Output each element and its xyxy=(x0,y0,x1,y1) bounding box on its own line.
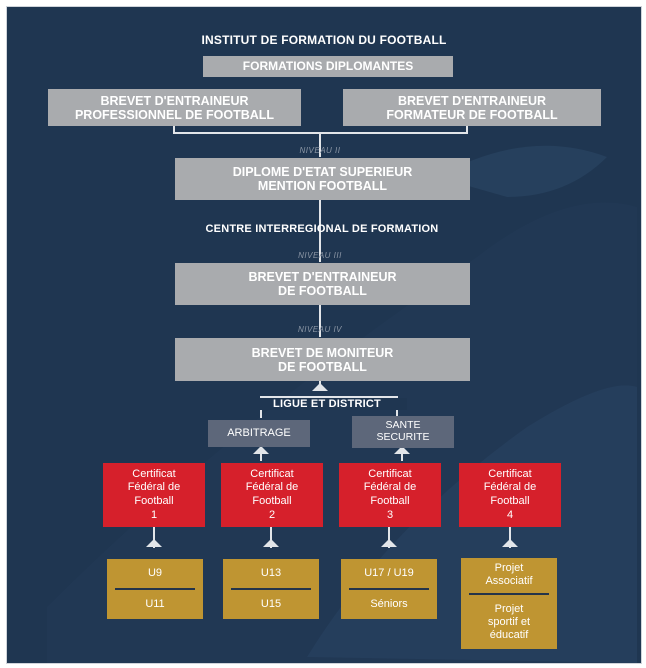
divider xyxy=(349,588,429,590)
certificat-1-box: Certificat Fédéral de Football 1 xyxy=(103,463,205,527)
certificat-3-box: Certificat Fédéral de Football 3 xyxy=(339,463,441,527)
certificat-2-box: Certificat Fédéral de Football 2 xyxy=(221,463,323,527)
niveau-3-label: NIVEAU III xyxy=(298,251,342,260)
age-box-3: U17 / U19 Séniors xyxy=(341,559,437,619)
age-box-2: U13 U15 xyxy=(223,559,319,619)
age-box-2-top: U13 xyxy=(260,566,282,579)
organigram: INSTITUT DE FORMATION DU FOOTBALL FORMAT… xyxy=(6,6,642,664)
institute-title: INSTITUT DE FORMATION DU FOOTBALL xyxy=(201,33,447,47)
desjeps-label: DIPLOME D'ETAT SUPERIEUR MENTION FOOTBAL… xyxy=(232,165,413,193)
certificat-1-label: Certificat Fédéral de Football 1 xyxy=(127,467,181,521)
niveau-2-label: NIVEAU II xyxy=(299,146,341,155)
certificat-3-label: Certificat Fédéral de Football 3 xyxy=(363,467,417,521)
sante-securite-label: SANTE SECURITE xyxy=(376,419,430,443)
sante-securite-box: SANTE SECURITE xyxy=(352,416,454,448)
age-box-1: U9 U11 xyxy=(107,559,203,619)
certificat-4-label: Certificat Fédéral de Football 4 xyxy=(483,467,537,521)
bef-label: BREVET D'ENTRAINEUR DE FOOTBALL xyxy=(248,270,397,298)
desjeps-box: DIPLOME D'ETAT SUPERIEUR MENTION FOOTBAL… xyxy=(175,158,470,200)
bmf-label: BREVET DE MONITEUR DE FOOTBALL xyxy=(251,345,394,374)
bef-formateur-label: BREVET D'ENTRAINEUR FORMATEUR DE FOOTBAL… xyxy=(386,93,558,122)
bef-professionnel-box: BREVET D'ENTRAINEUR PROFESSIONNEL DE FOO… xyxy=(48,89,301,126)
divider xyxy=(231,588,311,590)
age-box-3-top: U17 / U19 xyxy=(364,566,414,579)
bef-box: BREVET D'ENTRAINEUR DE FOOTBALL xyxy=(175,263,470,305)
certificat-2-label: Certificat Fédéral de Football 2 xyxy=(245,467,299,521)
bef-formateur-box: BREVET D'ENTRAINEUR FORMATEUR DE FOOTBAL… xyxy=(343,89,601,126)
bef-professionnel-label: BREVET D'ENTRAINEUR PROFESSIONNEL DE FOO… xyxy=(74,93,275,122)
divider xyxy=(469,593,549,595)
age-box-4: Projet Associatif Projet sportif et éduc… xyxy=(461,558,557,649)
centre-interregional-label: CENTRE INTERREGIONAL DE FORMATION xyxy=(205,223,439,235)
formations-header-box: FORMATIONS DIPLOMANTES xyxy=(203,56,453,77)
arbitrage-label: ARBITRAGE xyxy=(227,427,291,440)
age-box-2-bottom: U15 xyxy=(260,597,282,610)
age-box-3-bottom: Séniors xyxy=(370,597,408,610)
certificat-4-box: Certificat Fédéral de Football 4 xyxy=(459,463,561,527)
ligue-district-label: LIGUE ET DISTRICT xyxy=(247,398,407,410)
age-box-4-top: Projet Associatif xyxy=(485,561,533,587)
age-box-1-top: U9 xyxy=(147,566,163,579)
age-box-4-bottom: Projet sportif et éducatif xyxy=(487,602,531,642)
bmf-box: BREVET DE MONITEUR DE FOOTBALL xyxy=(175,338,470,381)
divider xyxy=(115,588,195,590)
age-box-1-bottom: U11 xyxy=(145,597,165,610)
arbitrage-box: ARBITRAGE xyxy=(208,420,310,447)
niveau-4-label: NIVEAU IV xyxy=(297,325,343,334)
